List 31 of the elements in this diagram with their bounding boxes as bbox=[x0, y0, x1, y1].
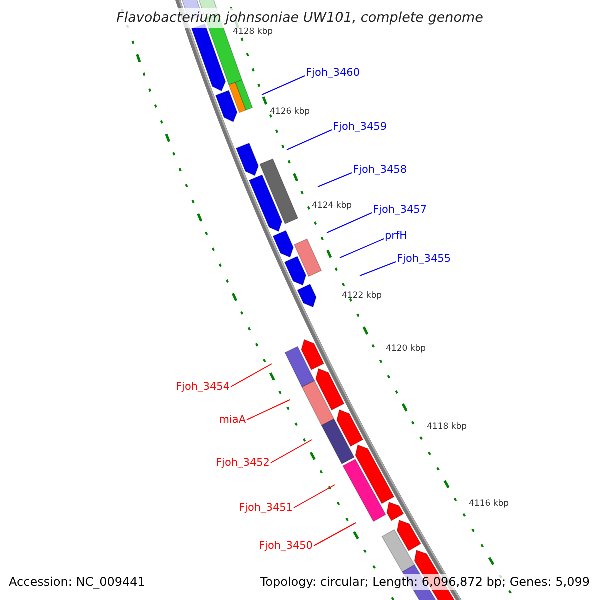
leader-line bbox=[270, 440, 312, 464]
gene-label: Fjoh_3452 bbox=[216, 457, 270, 469]
position-label: 4120 kbp bbox=[386, 344, 426, 354]
leader-line bbox=[314, 522, 356, 546]
leader-line bbox=[246, 400, 290, 420]
leader-line bbox=[340, 238, 384, 258]
gene-label: Fjoh_3451 bbox=[238, 502, 293, 514]
leader-line bbox=[326, 212, 372, 234]
gene-label: Fjoh_3450 bbox=[258, 540, 313, 552]
gene-label: prfH bbox=[385, 230, 408, 242]
position-label: 4124 kbp bbox=[312, 201, 352, 211]
gene-label: Fjoh_3455 bbox=[397, 253, 452, 265]
position-label: 4118 kbp bbox=[427, 422, 468, 432]
genome-info-text: Accession: NC_009441 bbox=[9, 574, 146, 590]
leader-line bbox=[286, 130, 332, 150]
gene-label: Fjoh_3458 bbox=[353, 164, 408, 176]
position-label: 4116 kbp bbox=[469, 499, 510, 509]
leader-line bbox=[230, 364, 272, 388]
position-label: 4122 kbp bbox=[342, 291, 382, 301]
position-label: 4128 kbp bbox=[233, 27, 274, 37]
gene-label: Fjoh_3457 bbox=[373, 204, 428, 216]
gene-label: miaA bbox=[219, 414, 246, 426]
leader-line bbox=[318, 172, 352, 188]
leader-line bbox=[360, 262, 396, 276]
gene-label: Fjoh_3454 bbox=[176, 381, 230, 393]
genome-info-text: Topology: circular; Length: 6,096,872 bp; Genes: 5,099 bbox=[260, 574, 590, 590]
leader-line bbox=[294, 484, 336, 508]
gene-label: Fjoh_3460 bbox=[306, 67, 360, 79]
position-label: 4126 kbp bbox=[270, 107, 310, 117]
gene-label: Fjoh_3459 bbox=[333, 121, 388, 133]
leader-line bbox=[262, 76, 306, 96]
